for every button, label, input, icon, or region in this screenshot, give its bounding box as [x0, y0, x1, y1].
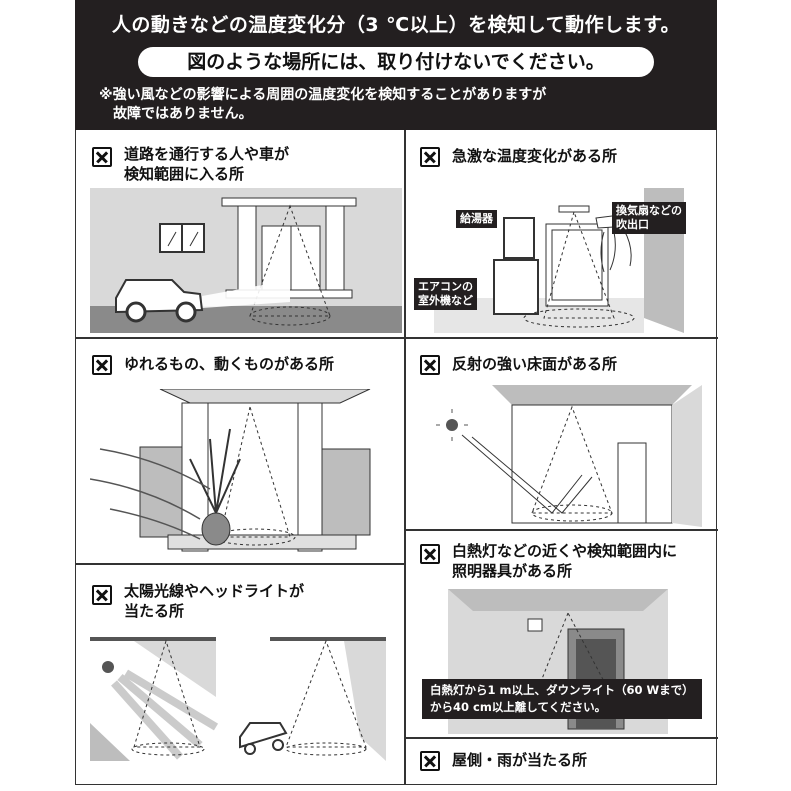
cell-road-line-1: 道路を通行する人や車が	[124, 145, 290, 163]
prohibited-icon	[92, 147, 112, 167]
cell-road: 道路を通行する人や車が 検知範囲に入る所	[76, 130, 404, 337]
grid-divider	[76, 337, 718, 339]
cell-lamp-title: 白熱灯などの近くや検知範囲内に 照明器具がある所	[452, 541, 677, 581]
lamp-caption-line-1: 白熱灯から1 m以上、ダウンライト（60 Wまで）	[430, 683, 694, 697]
fan-label-line-2: 吹出口	[616, 218, 649, 231]
grid-divider	[404, 529, 718, 531]
cell-rain-title: 屋側・雨が当たる所	[452, 751, 588, 769]
ac-label-line-1: エアコンの	[418, 280, 473, 293]
warning-grid: 道路を通行する人や車が 検知範囲に入る所	[75, 130, 718, 785]
cell-sun-title: 太陽光線やヘッドライトが 当たる所	[124, 581, 304, 621]
ac-label-line-2: 室外機など	[418, 294, 473, 307]
prohibited-icon	[420, 751, 440, 771]
fan-label-line-1: 換気扇などの	[616, 204, 682, 217]
cell-road-line-2: 検知範囲に入る所	[124, 165, 245, 183]
reflect-illustration	[436, 385, 702, 527]
prohibited-icon	[92, 585, 112, 605]
grid-divider	[76, 563, 405, 565]
sway-illustration	[90, 389, 371, 552]
cell-sway: ゆれるもの、動くものがある所	[76, 337, 404, 563]
header-note: ※強い風などの影響による周囲の温度変化を検知することがありますが 故障ではありま…	[99, 86, 699, 124]
header-title: 人の動きなどの温度変化分（3 ℃以上）を検知して動作します。	[111, 14, 681, 36]
cell-sun-line-2: 当たる所	[124, 602, 185, 620]
header-banner: 人の動きなどの温度変化分（3 ℃以上）を検知して動作します。 図のような場所には…	[75, 0, 717, 130]
road-illustration	[90, 188, 402, 333]
cell-temp-title: 急激な温度変化がある所	[452, 147, 618, 165]
cell-road-title: 道路を通行する人や車が 検知範囲に入る所	[124, 144, 289, 184]
cell-reflect: 反射の強い床面がある所	[404, 337, 718, 529]
prohibited-icon	[92, 355, 112, 375]
prohibited-icon	[420, 544, 440, 564]
prohibited-icon	[420, 355, 440, 375]
water-heater-label: 給湯器	[456, 210, 497, 228]
grid-divider	[404, 737, 718, 739]
cell-sun-line-1: 太陽光線やヘッドライトが	[124, 582, 305, 600]
fan-label: 換気扇などの 吹出口	[612, 202, 686, 234]
cell-sun: 太陽光線やヘッドライトが 当たる所	[76, 563, 404, 785]
cell-lamp: 白熱灯などの近くや検知範囲内に 照明器具がある所 白熱灯から1 m以上、ダウンラ…	[404, 529, 718, 737]
cell-rain: 屋側・雨が当たる所	[404, 737, 718, 785]
cell-sway-title: ゆれるもの、動くものがある所	[124, 355, 335, 373]
cell-temp: 急激な温度変化がある所 給湯器 換気扇などの 吹出口	[404, 130, 718, 337]
warning-banner: 図のような場所には、取り付けないでください。	[138, 47, 654, 77]
ac-label: エアコンの 室外機など	[414, 278, 477, 310]
sun-illustration	[90, 637, 386, 761]
lamp-caption: 白熱灯から1 m以上、ダウンライト（60 Wまで） から40 cm以上離してくだ…	[422, 679, 702, 719]
cell-lamp-line-1: 白熱灯などの近くや検知範囲内に	[452, 542, 678, 560]
note-line-1: ※強い風などの影響による周囲の温度変化を検知することがありますが	[99, 87, 547, 103]
lamp-caption-line-2: から40 cm以上離してください。	[430, 700, 607, 714]
note-line-2: 故障ではありません。	[113, 106, 253, 122]
grid-divider-vertical	[404, 130, 406, 784]
cell-reflect-title: 反射の強い床面がある所	[452, 355, 618, 373]
cell-lamp-line-2: 照明器具がある所	[452, 562, 573, 580]
prohibited-icon	[420, 147, 440, 167]
